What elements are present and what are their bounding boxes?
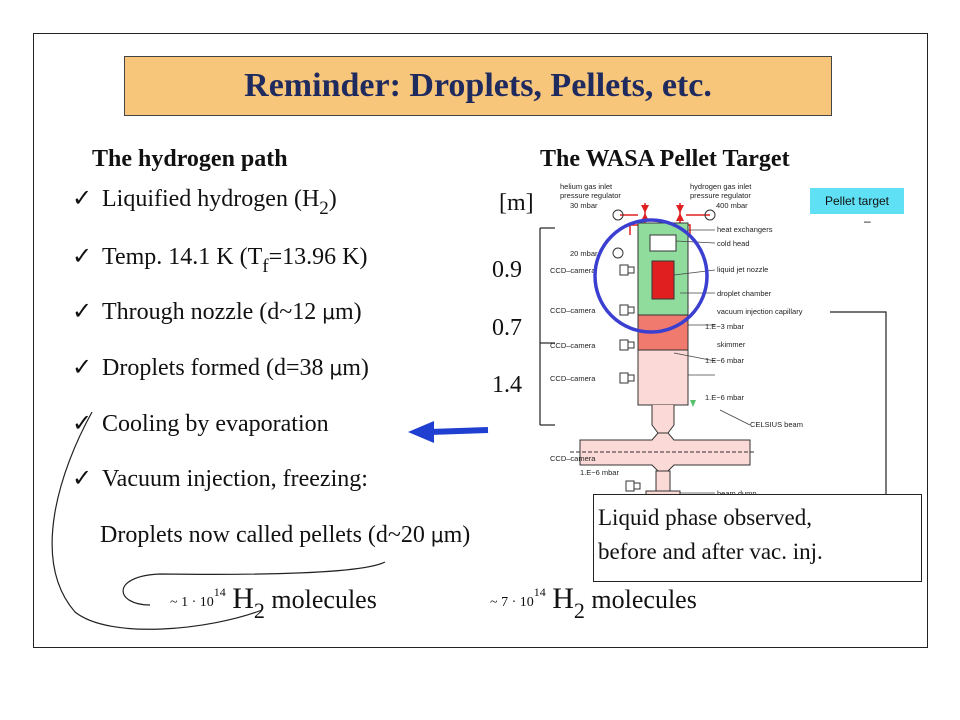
bullet-item: ✓ Through nozzle (d~12 μm) — [72, 300, 362, 324]
pill-text: Pellet target — [824, 194, 890, 208]
bullet-text: Vacuum injection, freezing: — [102, 466, 368, 492]
molecule-factor: ~ 7 · 10 — [490, 595, 534, 610]
scale-value: 1.4 — [492, 372, 522, 398]
label-ccd-camera: CCD–camera — [550, 341, 596, 350]
hydrogen-symbol: H — [232, 582, 254, 615]
subscript: 2 — [253, 598, 265, 623]
note-line: before and after vac. inj. — [598, 539, 823, 564]
label-heat-exchangers: heat exchangers — [717, 225, 773, 234]
molecule-word: molecules — [584, 585, 697, 614]
bullet-item: ✓ Cooling by evaporation — [72, 412, 329, 436]
label-celsius-beam: CELSIUS beam — [750, 420, 803, 429]
scale-value: 0.9 — [492, 257, 522, 283]
title-banner: Reminder: Droplets, Pellets, etc. — [124, 56, 832, 116]
dump-neck — [655, 470, 671, 492]
right-heading: The WASA Pellet Target — [540, 146, 790, 172]
exponent: 14 — [213, 585, 226, 599]
bullet-text: ) — [328, 186, 337, 212]
slide-title: Reminder: Droplets, Pellets, etc. — [244, 67, 712, 104]
observation-note: Liquid phase observed, before and after … — [593, 494, 922, 582]
label-skimmer: skimmer — [717, 340, 746, 349]
label-1e6-mbar: 1.E−6 mbar — [705, 356, 744, 365]
checkmark-icon: ✓ — [72, 355, 93, 381]
hydrogen-symbol: H — [552, 582, 574, 615]
mu-symbol: μ — [322, 300, 335, 324]
bullet-item: ✓ Liquified hydrogen (H2) — [72, 186, 337, 218]
checkmark-icon: ✓ — [72, 186, 93, 212]
label-vacuum-capillary: vacuum injection capillary — [717, 307, 803, 316]
mu-symbol: μ — [329, 356, 343, 380]
bullet-text: Cooling by evaporation — [102, 411, 329, 437]
valve-icons — [641, 205, 684, 221]
label-400-mbar: 400 mbar — [716, 201, 748, 210]
label-1e6-mbar: 1.E−6 mbar — [705, 393, 744, 402]
vacuum-section — [637, 349, 689, 406]
pellet-target-diagram: helium gas inlet pressure regulator 30 m… — [550, 182, 803, 504]
bullet-item: ✓ Temp. 14.1 K (Tf=13.96 K) — [72, 244, 368, 276]
label-1e6-mbar: 1.E−6 mbar — [580, 468, 619, 477]
capillary-neck — [651, 405, 675, 434]
checkmark-icon: ✓ — [72, 244, 93, 270]
bullet-text: Liquified hydrogen (H — [102, 186, 320, 212]
bullet-item: ✓ Vacuum injection, freezing: — [72, 467, 368, 491]
beam-pipe — [579, 432, 751, 472]
bullet-text: m) — [335, 299, 362, 325]
label-ccd-camera: CCD–camera — [550, 266, 596, 275]
bullet-text: Through nozzle (d~12 — [102, 299, 323, 325]
label-droplet-chamber: droplet chamber — [717, 289, 772, 298]
molecules-right: ~ 7 · 1014 H2 molecules — [490, 582, 697, 623]
label-liquid-jet-nozzle: liquid jet nozzle — [717, 265, 768, 274]
label-20-mbar: 20 mbar — [570, 249, 598, 258]
scale-value: 0.7 — [492, 315, 522, 341]
label-hydrogen-inlet: hydrogen gas inlet — [690, 182, 752, 191]
bullet-item: ✓ Droplets formed (d=38 μm) — [72, 356, 369, 380]
exponent: 14 — [533, 585, 546, 599]
diagram-labels: helium gas inlet pressure regulator 30 m… — [550, 182, 803, 498]
pellet-text: Droplets now called pellets (d~20 — [100, 522, 431, 548]
droplet-chamber-section — [637, 314, 689, 351]
pill-dash: – — [864, 214, 871, 228]
scale-unit: [m] — [499, 190, 534, 216]
label-ccd-camera: CCD–camera — [550, 306, 596, 315]
subscript: 2 — [319, 198, 329, 219]
subscript: 2 — [573, 598, 585, 623]
label-1e3-mbar: 1.E−3 mbar — [705, 322, 744, 331]
checkmark-icon: ✓ — [72, 299, 93, 325]
label-pressure-regulator: pressure regulator — [560, 191, 621, 200]
mu-symbol: μ — [430, 523, 444, 547]
label-beam-dump: beam dump — [717, 489, 757, 498]
pellet-text: m) — [443, 522, 471, 548]
bullet-text: =13.96 K) — [268, 244, 368, 270]
label-cold-head: cold head — [717, 239, 750, 248]
green-markers — [690, 400, 696, 407]
label-helium-inlet: helium gas inlet — [560, 182, 613, 191]
label-30-mbar: 30 mbar — [570, 201, 598, 210]
molecule-factor: ~ 1 · 10 — [170, 595, 214, 610]
bullet-text: Droplets formed (d=38 — [102, 355, 330, 381]
label-ccd-camera: CCD–camera — [550, 374, 596, 383]
label-pressure-regulator: pressure regulator — [690, 191, 751, 200]
checkmark-icon: ✓ — [72, 411, 93, 437]
liquid-jet-nozzle — [651, 260, 675, 300]
slide-frame — [33, 33, 928, 648]
molecules-left: ~ 1 · 1014 H2 molecules — [170, 582, 377, 623]
left-heading: The hydrogen path — [92, 146, 288, 172]
pellet-target-tag: Pellet target — [810, 188, 904, 214]
pellet-line: Droplets now called pellets (d~20 μm) — [100, 522, 470, 549]
bullet-text: Temp. 14.1 K (T — [102, 244, 263, 270]
checkmark-icon: ✓ — [72, 466, 93, 492]
subscript: f — [262, 256, 269, 277]
bullet-text: m) — [342, 355, 369, 381]
note-line: Liquid phase observed, — [598, 505, 812, 530]
molecule-word: molecules — [264, 585, 377, 614]
cold-head — [649, 234, 677, 252]
label-ccd-camera: CCD–camera — [550, 454, 596, 463]
